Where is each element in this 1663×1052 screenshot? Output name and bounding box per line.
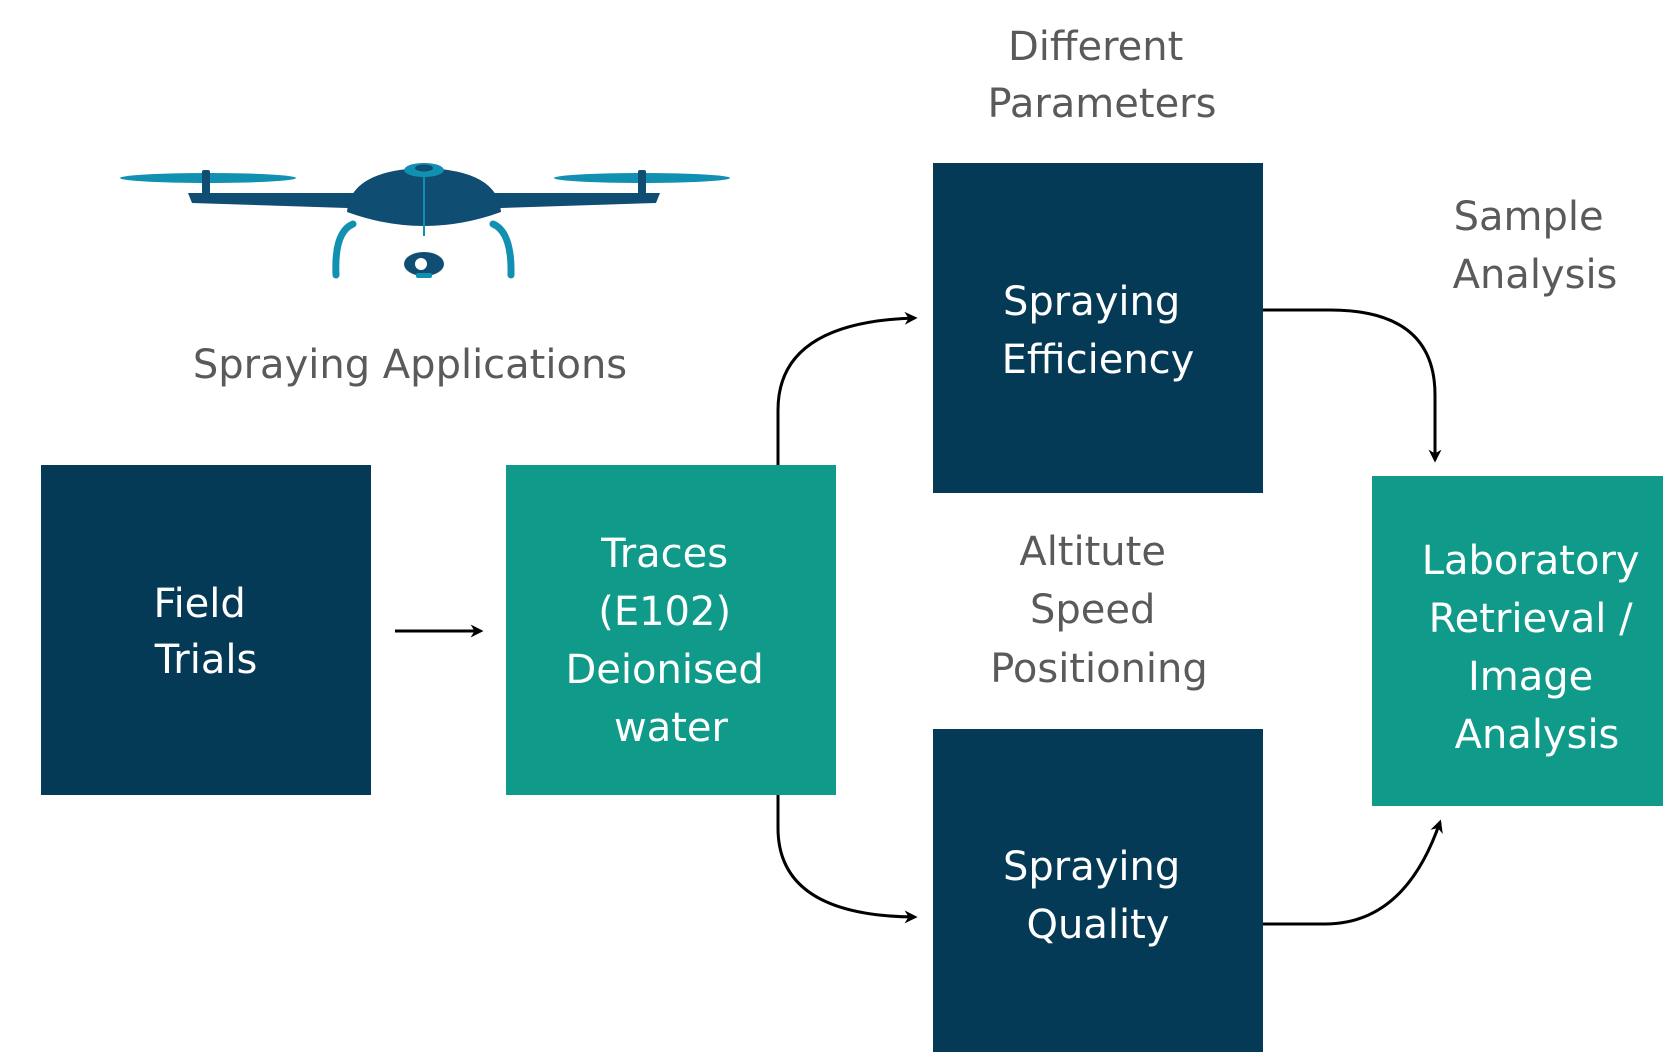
different-parameters-label: Different Parameters bbox=[988, 24, 1217, 127]
drone-rotor-mount-left bbox=[202, 170, 210, 194]
arrow-traces-to-quality bbox=[776, 795, 918, 924]
field-trials-box: Field Trials bbox=[41, 465, 371, 795]
traces-text: Traces (E102) Deionised water bbox=[565, 531, 776, 751]
parameters-list-label: Altitute Speed Positioning bbox=[990, 529, 1208, 692]
drone-arm-right bbox=[470, 193, 660, 209]
arrow-quality-to-laboratory bbox=[1263, 819, 1443, 926]
laboratory-text: Laboratory Retrieval / Image Analysis bbox=[1422, 538, 1653, 758]
spraying-efficiency-text: Spraying Efficiency bbox=[1002, 279, 1195, 383]
arrow-traces-to-efficiency bbox=[776, 311, 918, 465]
spraying-efficiency-box: Spraying Efficiency bbox=[933, 163, 1263, 493]
spraying-quality-box: Spraying Quality bbox=[933, 729, 1263, 1052]
drone-leg-right bbox=[489, 220, 515, 279]
drone-caption: Spraying Applications bbox=[193, 342, 627, 388]
traces-box: Traces (E102) Deionised water bbox=[506, 465, 836, 795]
drone-leg-left bbox=[332, 220, 357, 279]
sample-analysis-label: Sample Analysis bbox=[1453, 194, 1618, 298]
drone-camera-lens bbox=[415, 258, 427, 270]
drone-rotor-mount-right bbox=[638, 170, 646, 194]
drone-icon bbox=[120, 163, 730, 279]
laboratory-box: Laboratory Retrieval / Image Analysis bbox=[1372, 476, 1663, 806]
arrow-efficiency-to-laboratory bbox=[1263, 308, 1442, 463]
drone-arm-left bbox=[188, 193, 378, 209]
field-trials-text: Field Trials bbox=[153, 581, 258, 683]
spraying-quality-text: Spraying Quality bbox=[1003, 844, 1193, 948]
